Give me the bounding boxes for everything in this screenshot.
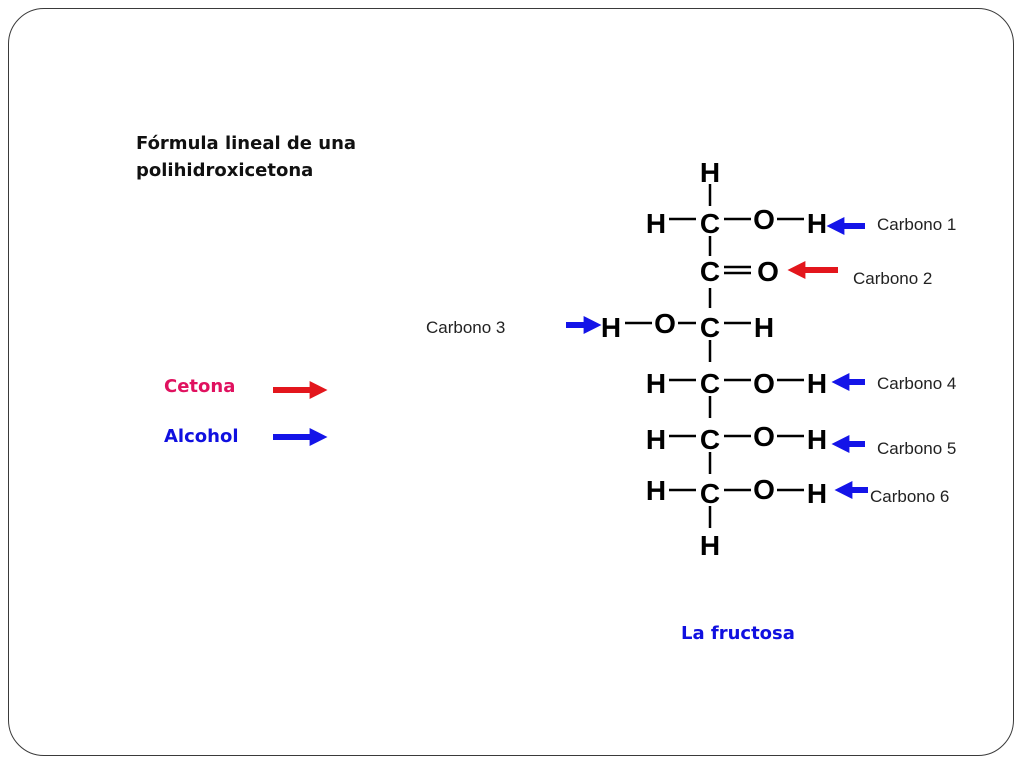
carbon-atom: C: [700, 368, 720, 399]
oxygen-atom: O: [753, 368, 775, 399]
carbon-4-label: Carbono 4: [877, 374, 957, 393]
carbon-atom: C: [700, 208, 720, 239]
hydrogen-atom: H: [754, 312, 774, 343]
carbon-1-label: Carbono 1: [877, 215, 957, 234]
atom-symbols: H H C O H C O H O C H H C O H H C O H H …: [601, 157, 827, 561]
carbon-atom: C: [700, 312, 720, 343]
oxygen-atom: O: [753, 204, 775, 235]
legend-ketone-label: Cetona: [164, 376, 236, 397]
oxygen-atom: O: [757, 256, 779, 287]
carbon-6-label: Carbono 6: [870, 487, 950, 506]
hydrogen-atom: H: [700, 530, 720, 561]
slide-title: Fórmula lineal de una polihidroxicetona: [136, 133, 357, 181]
legend-alcohol-label: Alcohol: [164, 426, 239, 447]
oxygen-atom: O: [753, 421, 775, 452]
carbon-3-label: Carbono 3: [426, 318, 506, 337]
hydrogen-atom: H: [807, 478, 827, 509]
hydrogen-atom: H: [646, 208, 666, 239]
carbon-atom: C: [700, 256, 720, 287]
hydrogen-atom: H: [646, 368, 666, 399]
slide-frame: [8, 8, 1014, 756]
oxygen-atom: O: [753, 474, 775, 505]
structure-caption: La fructosa: [681, 623, 795, 644]
hydrogen-atom: H: [646, 475, 666, 506]
side-bonds: [625, 217, 804, 492]
hydrogen-atom: H: [807, 208, 827, 239]
hydrogen-atom: H: [807, 424, 827, 455]
carbon-atom: C: [700, 424, 720, 455]
carbon-5-label: Carbono 5: [877, 439, 957, 458]
carbon-atom: C: [700, 478, 720, 509]
oxygen-atom: O: [654, 308, 676, 339]
carbon-2-label: Carbono 2: [853, 269, 933, 288]
hydrogen-atom: H: [807, 368, 827, 399]
hydrogen-atom: H: [646, 424, 666, 455]
hydrogen-atom: H: [700, 157, 720, 188]
hydrogen-atom: H: [601, 312, 621, 343]
